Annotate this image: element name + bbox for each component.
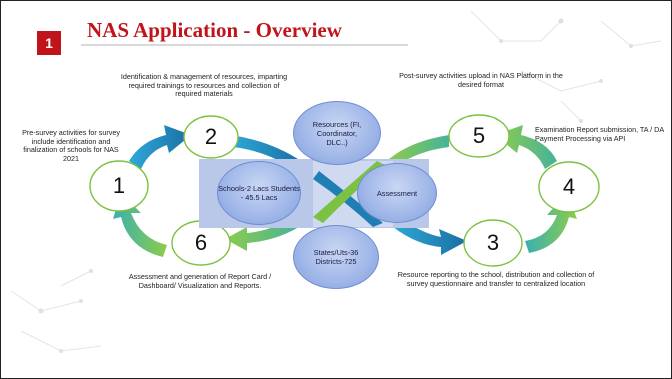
states-label: States/Uts-36 Districts-725 (313, 248, 359, 266)
step-number-5: 5 (472, 123, 486, 148)
step-number-1: 1 (112, 173, 126, 198)
step-caption-2: Identification & management of resources… (120, 72, 288, 99)
step-number-3: 3 (486, 230, 500, 255)
step-caption-4: Examination Report submission, TA / DA P… (535, 125, 664, 143)
title-underline (81, 44, 408, 46)
resources-label: Resources (FI, Coordinator, DLC..) (312, 119, 362, 147)
states-ellipse: States/Uts-36 Districts-725 (293, 225, 379, 289)
step-circle-3 (463, 219, 523, 267)
step-number-2: 2 (204, 124, 218, 149)
arrow-1-to-2 (129, 125, 191, 169)
step-circle-2 (183, 115, 239, 159)
step-number-4: 4 (562, 174, 576, 199)
slide-number-badge: 1 (37, 31, 61, 55)
step-circle-4 (538, 161, 600, 213)
step-caption-5: Post-survey activities upload in NAS Pla… (399, 71, 563, 89)
schools-label: Schools-2 Lacs Students - 45.5 Lacs (218, 184, 300, 202)
arrow-4-to-5 (495, 125, 557, 169)
step-caption-6: Assessment and generation of Report Card… (128, 272, 272, 290)
resources-ellipse: Resources (FI, Coordinator, DLC..) (293, 101, 381, 165)
step-caption-1: Pre-survey activities for survey include… (22, 128, 120, 163)
schools-ellipse: Schools-2 Lacs Students - 45.5 Lacs (217, 161, 301, 225)
step-circle-5 (448, 114, 510, 158)
assessment-ellipse: Assessment (357, 163, 437, 223)
step-caption-3: Resource reporting to the school, distri… (397, 270, 595, 288)
assessment-label: Assessment (376, 188, 418, 198)
step-number-6: 6 (194, 230, 208, 255)
page-title: NAS Application - Overview (87, 18, 342, 42)
step-circle-1 (89, 160, 149, 212)
